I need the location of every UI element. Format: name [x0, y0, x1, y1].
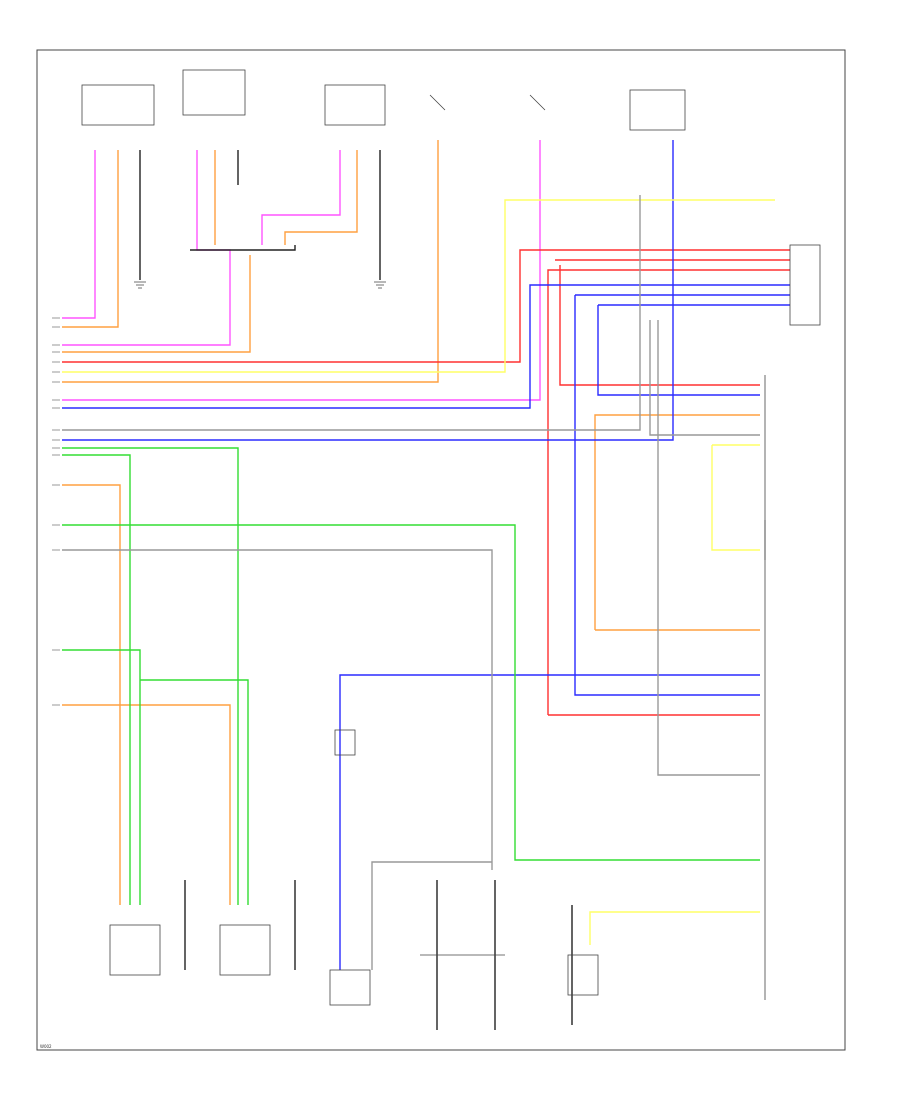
- wire-orange-1: [62, 150, 119, 328]
- wire-orange-7: [62, 704, 231, 905]
- wire-green-4: [62, 649, 141, 905]
- wire-pink-2: [62, 150, 231, 346]
- wire-pink-4: [62, 140, 541, 401]
- wire-green-2: [62, 447, 239, 905]
- connector-ticks: [52, 317, 60, 706]
- page-code: W002: [40, 1044, 52, 1049]
- wire-green-1: [62, 454, 131, 905]
- wire-pink-3: [261, 150, 341, 245]
- wire-yellow-3: [711, 445, 760, 551]
- wire-orange-4: [62, 255, 251, 353]
- wire-pink-1: [62, 150, 96, 319]
- wire-gray-1: [62, 195, 641, 431]
- wire-orange-3: [284, 150, 358, 245]
- wire-yellow-4: [589, 911, 760, 945]
- wire-red-5: [559, 265, 760, 386]
- right-connector-1: [789, 244, 821, 326]
- bottom-sensor-2: [219, 924, 271, 976]
- wire-blue-6: [597, 305, 760, 396]
- ground-1: [134, 281, 146, 289]
- mid-sensor: [334, 729, 356, 756]
- wires: [62, 140, 790, 1030]
- bottom-box-1: [567, 954, 599, 996]
- component-top-3: [324, 84, 386, 126]
- component-top-2: [182, 69, 246, 116]
- ground-2: [374, 281, 386, 289]
- wire-blue-7: [339, 674, 760, 970]
- wire-blue-2: [62, 140, 674, 441]
- wire-orange-8: [594, 414, 760, 630]
- wire-orange-5: [62, 140, 439, 383]
- wire-black-9: [190, 245, 296, 251]
- bottom-sensor-1: [109, 924, 161, 976]
- switch-top-1: [429, 94, 546, 111]
- wire-yellow-1: [62, 199, 775, 373]
- wire-orange-6: [62, 484, 121, 905]
- wire-green-3: [62, 524, 760, 861]
- wire-green-5: [140, 679, 249, 905]
- diagram-frame: [36, 49, 846, 1051]
- bottom-switch-1: [329, 969, 371, 1006]
- wire-blue-3: [574, 295, 760, 696]
- component-top-1: [81, 84, 155, 126]
- wire-gray-4: [649, 320, 760, 436]
- wire-blue-1: [62, 284, 790, 409]
- wire-gray-3: [657, 320, 760, 776]
- wire-gray-5: [371, 861, 492, 970]
- component-top-4: [629, 89, 686, 131]
- components: [81, 69, 821, 1006]
- wire-red-2: [547, 269, 790, 715]
- wire-red-1: [62, 249, 790, 363]
- wire-gray-2: [62, 549, 493, 870]
